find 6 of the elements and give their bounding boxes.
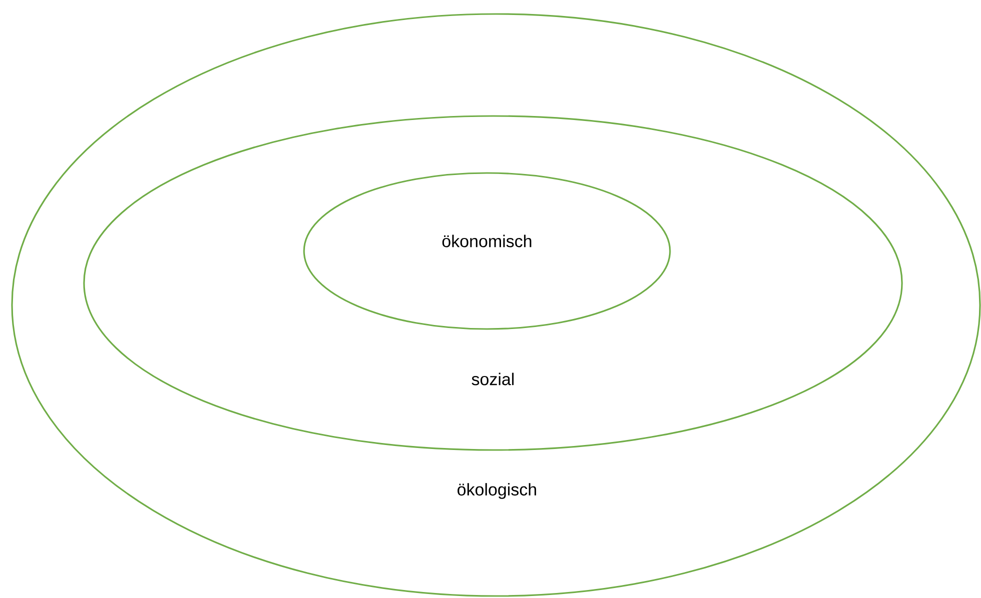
ring-label: sozial xyxy=(472,372,514,386)
ring-label: ökologisch xyxy=(458,483,536,499)
ring-ellipse xyxy=(303,172,671,330)
ring-label: ökonomisch xyxy=(442,234,532,248)
ring-ellipse xyxy=(83,115,903,451)
ring-ellipse xyxy=(11,13,981,597)
